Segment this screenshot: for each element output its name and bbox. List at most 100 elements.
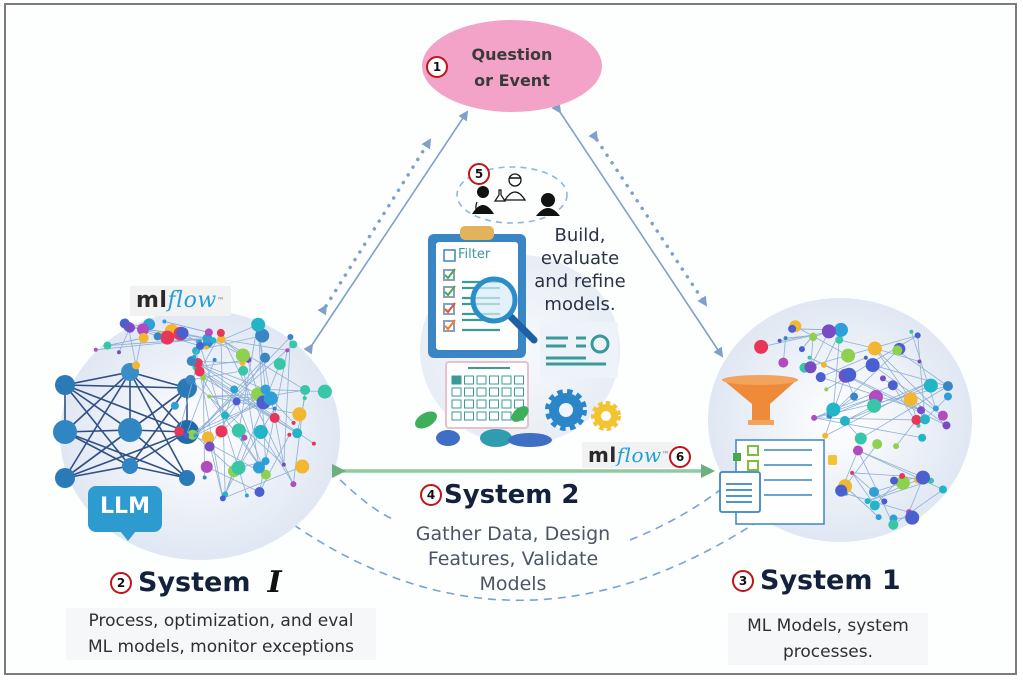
system-i-glyph: 𝑰 (267, 565, 282, 600)
graph-node (867, 341, 882, 356)
graph-node (160, 330, 175, 345)
graph-node (251, 317, 266, 332)
graph-node (238, 365, 249, 376)
graph-edge (190, 379, 285, 465)
graph-edge (222, 466, 303, 499)
graph-node (252, 461, 265, 474)
graph-node (869, 486, 880, 497)
graph-node (879, 375, 886, 382)
graph-node (176, 327, 189, 340)
graph-node (196, 341, 205, 350)
graph-node (216, 328, 225, 337)
graph-edge (195, 401, 264, 436)
team-caption-line2: evaluate (540, 248, 620, 269)
system-1-desc-line2: processes. (782, 642, 874, 662)
system-i-title: System (138, 567, 251, 598)
graph-edge (221, 339, 306, 391)
graph-edge (260, 431, 294, 485)
graph-node (920, 414, 931, 425)
graph-node (841, 348, 856, 363)
graph-node (116, 350, 121, 355)
system-2-desc-line1: Gather Data, Design (415, 523, 611, 545)
graph-node (893, 443, 900, 450)
graph-node (875, 514, 882, 521)
calendar-icon (445, 361, 529, 429)
graph-edge (238, 363, 281, 468)
graph-cluster-right (754, 320, 953, 530)
graph-node (132, 361, 141, 370)
graph-edge (221, 336, 294, 485)
mlflow-logo-flow: flow (167, 288, 217, 313)
step-badge-1: 1 (426, 56, 448, 78)
graph-node (852, 445, 863, 456)
system-2-description: Gather Data, Design Features, Validate M… (393, 522, 633, 597)
graph-node (260, 469, 271, 480)
calendar-cell (489, 411, 499, 421)
graph-node (839, 415, 850, 426)
graph-node (867, 398, 882, 413)
graph-node (865, 358, 880, 373)
dashed-arc-left (329, 469, 396, 521)
graph-node (821, 324, 836, 339)
graph-node (888, 519, 899, 530)
graph-edge (259, 434, 290, 493)
question-label-line2: or Event (474, 71, 550, 90)
gear-blue-icon (545, 389, 587, 431)
graph-edge (897, 350, 949, 387)
graph-edge (872, 364, 944, 417)
graph-node (281, 462, 286, 467)
mlflow-logo-system-2: mlflow™ (582, 442, 677, 468)
system-i-desc-line2: ML models, monitor exceptions (88, 637, 354, 657)
system-1-title: System 1 (760, 565, 901, 596)
graph-edge (95, 338, 208, 351)
graph-node (204, 441, 215, 452)
graph-node (903, 392, 918, 407)
graph-edge (197, 362, 266, 390)
graph-edge (206, 466, 260, 493)
graph-node (824, 387, 829, 392)
graph-node (937, 410, 948, 421)
graph-node (917, 359, 922, 364)
graph-node (917, 406, 926, 415)
graph-node (899, 473, 906, 480)
graph-edge (224, 389, 235, 416)
team-caption-line3: and refine (534, 271, 626, 292)
graph-edge (893, 489, 944, 526)
graph-edge (194, 357, 266, 436)
graph-edge (190, 370, 244, 381)
graph-edge (895, 419, 917, 447)
graph-node (200, 460, 213, 473)
graph-edge (844, 443, 878, 487)
scientist-icon (493, 173, 527, 202)
graph-node (317, 384, 332, 399)
team-caption-line1: Build, (554, 225, 606, 246)
graph-edge (221, 338, 288, 351)
calendar-cell (464, 411, 474, 421)
graph-edge (814, 417, 923, 439)
graph-node (292, 428, 303, 439)
graph-edge (203, 377, 298, 434)
graph-node (124, 322, 135, 333)
magnifier-icon (470, 276, 538, 344)
graph-node (292, 407, 307, 422)
graph-node (153, 332, 162, 341)
dotted-arrow-right (588, 130, 708, 307)
graph-edge (829, 348, 900, 417)
graph-node (192, 354, 197, 359)
graph-node (777, 338, 782, 343)
graph-node (291, 420, 296, 425)
question-node (422, 20, 602, 112)
graph-edge (813, 396, 877, 419)
neural-network-icon (53, 363, 199, 488)
graph-edge (832, 339, 840, 410)
graph-edge (761, 334, 814, 348)
graph-node (826, 402, 841, 417)
graph-node (231, 460, 246, 475)
calendar-cell (476, 387, 487, 397)
graph-node (788, 324, 797, 333)
graph-node (269, 412, 280, 423)
graph-cluster-left (93, 317, 332, 502)
step-badge-6: 6 (669, 446, 691, 468)
